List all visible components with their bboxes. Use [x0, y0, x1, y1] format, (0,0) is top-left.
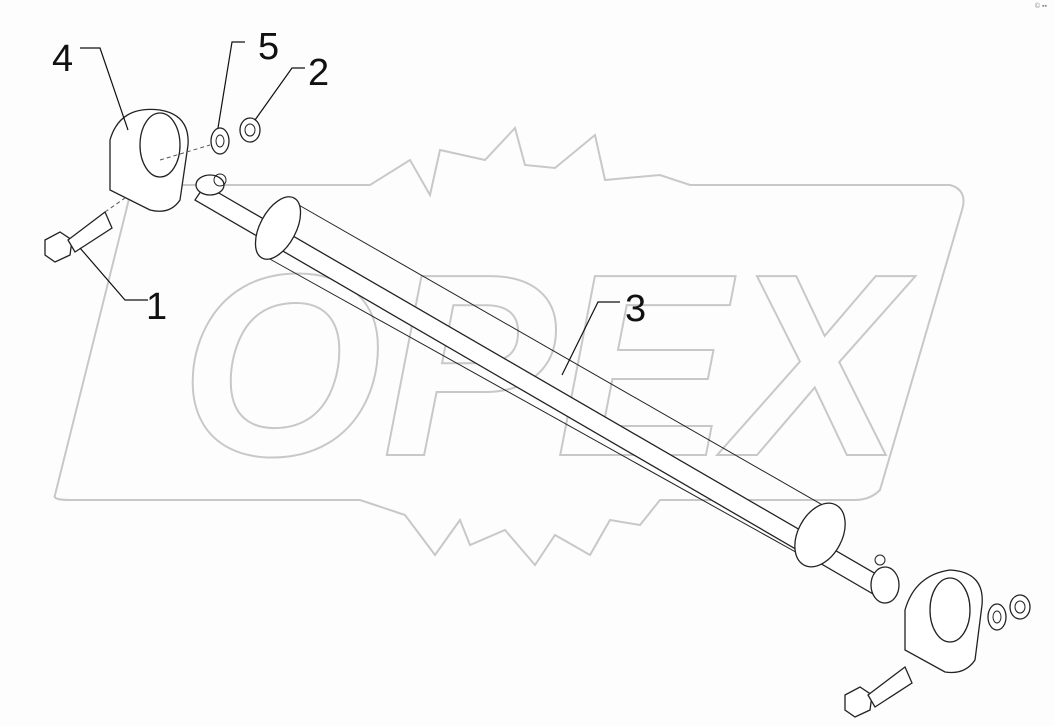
leader-lines	[79, 41, 620, 376]
callout-3: 3	[625, 288, 647, 330]
right-assembly	[844, 569, 1031, 718]
opex-watermark: OPEX	[53, 126, 965, 567]
shaft	[194, 173, 900, 604]
gear-outline	[53, 126, 965, 567]
corner-mark: © ▪▪	[1034, 3, 1047, 10]
callout-1: 1	[146, 286, 168, 328]
callout-2: 2	[308, 52, 330, 94]
watermark-text: OPEX	[180, 221, 916, 511]
callout-4: 4	[52, 38, 74, 80]
left-assembly	[44, 108, 261, 263]
callout-5: 5	[258, 26, 280, 68]
